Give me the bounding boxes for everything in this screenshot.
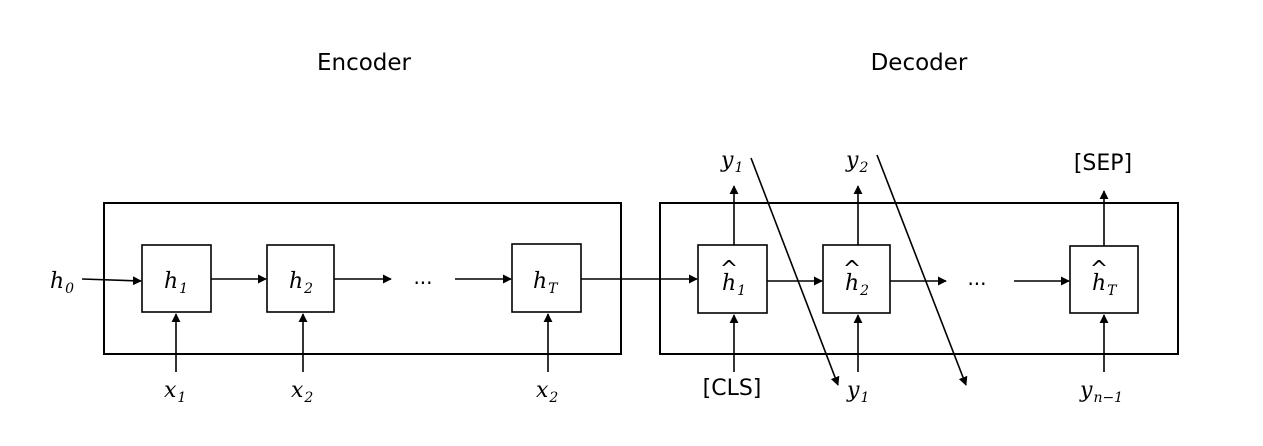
decoder-title: Decoder xyxy=(871,50,968,76)
encoder-input-1: x1 xyxy=(164,378,186,406)
feedback-arrow-y1 xyxy=(750,157,840,386)
svg-text:h2: h2 xyxy=(289,269,313,297)
decoder-ellipsis: ... xyxy=(967,266,986,290)
encoder-state-1: h1 xyxy=(141,244,212,313)
svg-text:h2: h2 xyxy=(845,271,869,299)
encoder-title: Encoder xyxy=(317,50,412,76)
encoder-state-2: h2 xyxy=(266,244,335,313)
decoder-output-y1: y1 xyxy=(720,148,743,176)
hat-mark: ^ xyxy=(1090,257,1108,282)
encoder-ellipsis: ... xyxy=(413,265,432,289)
svg-text:hT: hT xyxy=(533,269,559,297)
encoder-state-T: hT xyxy=(511,243,582,313)
feedback-arrow-y2 xyxy=(876,154,968,386)
decoder-state-T: hT ^ xyxy=(1069,245,1139,314)
decoder-input-cls: [CLS] xyxy=(703,376,762,401)
encoder-input-3: x2 xyxy=(536,378,558,406)
svg-text:h1: h1 xyxy=(164,269,188,297)
decoder-input-yn1: yn−1 xyxy=(1079,378,1123,406)
hat-mark: ^ xyxy=(720,257,738,282)
hat-mark: ^ xyxy=(843,257,861,282)
decoder-state-1: h1 ^ xyxy=(697,244,768,314)
svg-text:hT: hT xyxy=(1092,271,1118,299)
arrow-h0-to-h1 xyxy=(81,276,142,286)
encoder-input-2: x2 xyxy=(291,378,313,406)
decoder-output-sep: [SEP] xyxy=(1074,151,1132,176)
decoder-output-y2: y2 xyxy=(845,148,868,176)
svg-text:h1: h1 xyxy=(722,271,746,299)
decoder-state-2: h2 ^ xyxy=(822,244,891,314)
decoder-input-y1: y1 xyxy=(846,378,869,406)
initial-state-label: h0 xyxy=(50,269,74,297)
